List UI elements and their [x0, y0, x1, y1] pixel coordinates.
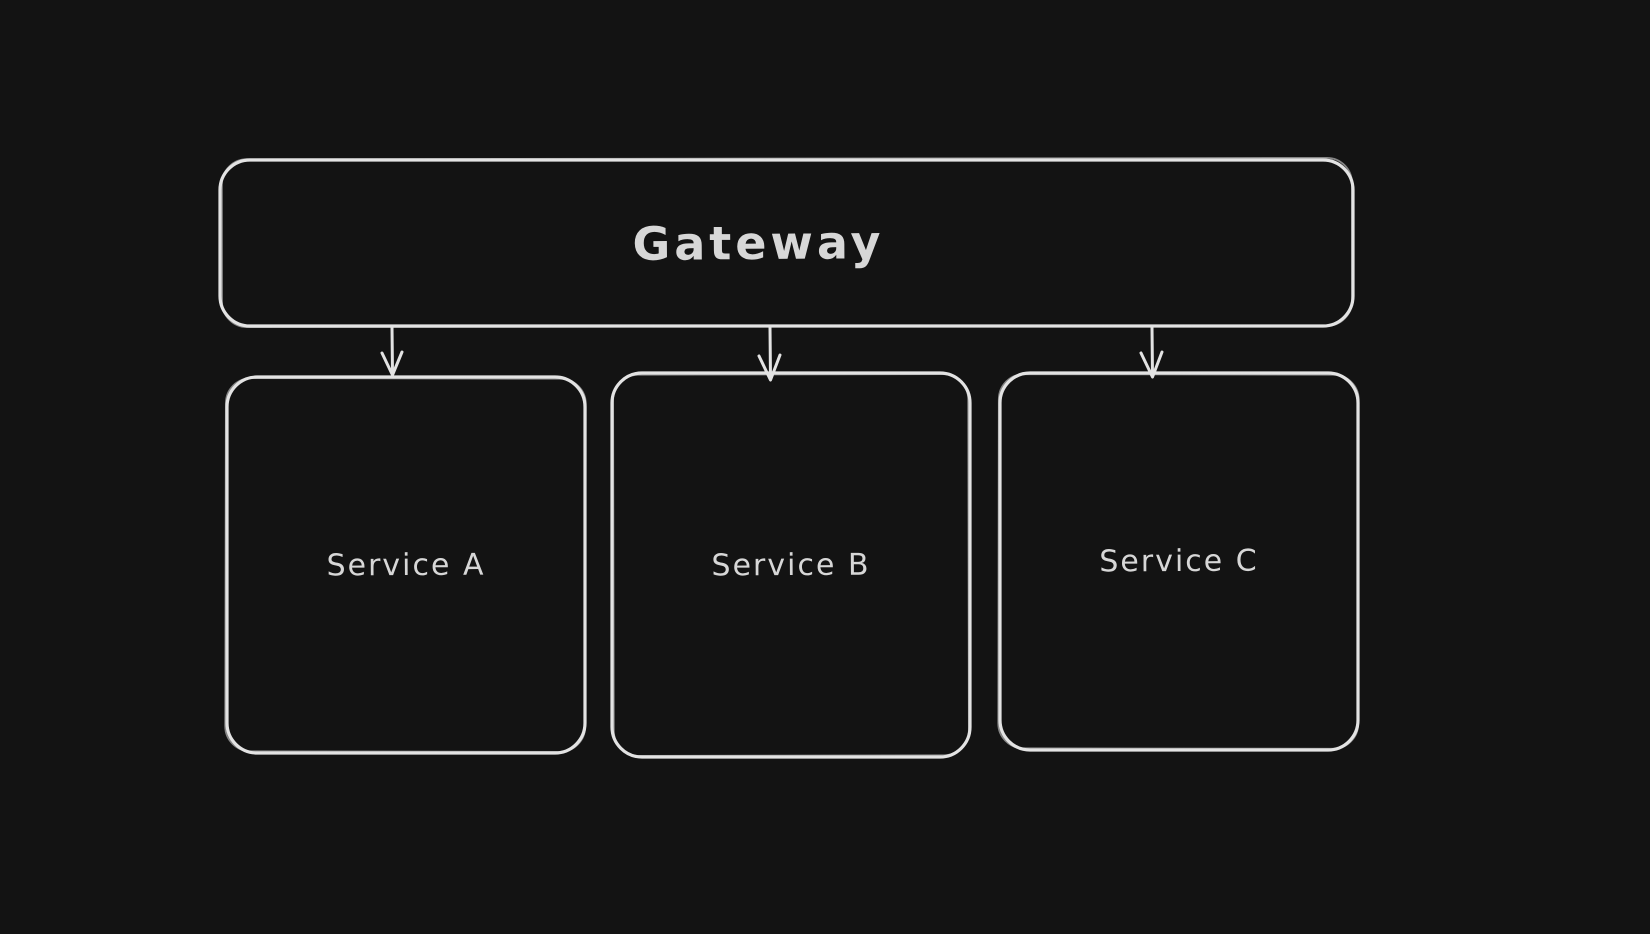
gateway-node-label[interactable]: Gateway: [632, 215, 885, 271]
service-c-node[interactable]: [997, 371, 1360, 752]
edge-gateway-to-service-c[interactable]: [1139, 325, 1164, 379]
edge-b-arrowhead-icon: [757, 353, 782, 382]
edge-b-line: [768, 325, 772, 381]
service-c-node-label[interactable]: Service C: [1099, 543, 1259, 580]
service-a-node-outline-sketch: [224, 377, 587, 753]
service-c-node-outline-sketch: [997, 373, 1360, 750]
service-b-node[interactable]: [610, 371, 972, 759]
edge-gateway-to-service-a[interactable]: [380, 325, 404, 377]
edge-c-line: [1150, 325, 1154, 378]
gateway-node[interactable]: [218, 156, 1355, 329]
edge-a-line: [390, 325, 394, 376]
service-b-node-outline-sketch: [612, 373, 970, 757]
service-b-node-outline: [610, 371, 972, 759]
edge-gateway-to-service-b[interactable]: [757, 325, 782, 382]
service-a-node[interactable]: [224, 375, 587, 755]
service-b-node-label[interactable]: Service B: [711, 547, 871, 583]
edge-c-arrowhead-icon: [1139, 350, 1164, 379]
gateway-node-outline-sketch: [221, 156, 1353, 329]
edge-a-arrowhead-icon: [380, 350, 404, 377]
service-a-node-label[interactable]: Service A: [326, 547, 486, 583]
